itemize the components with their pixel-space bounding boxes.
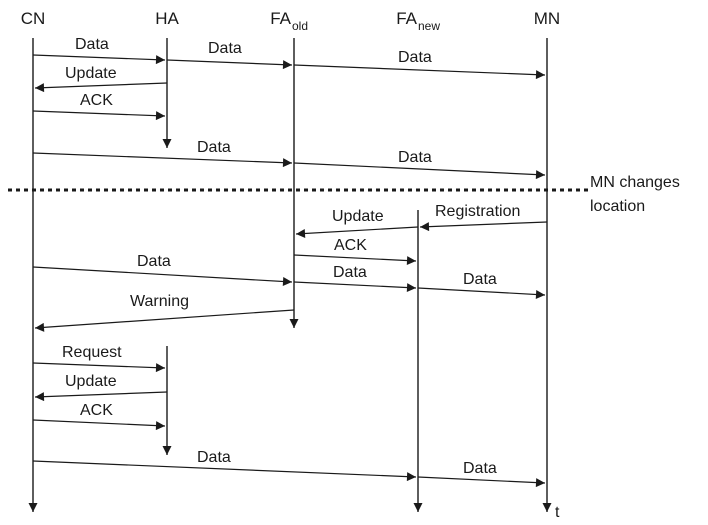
message-label-update: Update <box>332 208 384 225</box>
message-label-ack: ACK <box>334 237 367 254</box>
entity-sub-fa-new: new <box>418 19 440 33</box>
message-arrow-data <box>32 460 417 482</box>
message-label-data: Data <box>197 449 231 466</box>
message-label-warning: Warning <box>130 293 189 310</box>
message-arrow-ack <box>293 254 417 266</box>
entity-label-fa-old: FA <box>270 9 291 28</box>
time-axis-label: t <box>555 504 560 521</box>
message-label-registration: Registration <box>435 203 520 220</box>
message-arrow-update <box>295 226 419 238</box>
event-label-line-2: location <box>590 198 645 215</box>
message-arrow-ack <box>32 110 166 121</box>
message-arrow-data <box>32 54 166 65</box>
message-arrow-data <box>32 152 293 168</box>
message-arrow-request <box>32 362 166 373</box>
message-arrow-data <box>166 59 293 70</box>
message-label-update: Update <box>65 65 117 82</box>
message-arrow-registration <box>419 221 548 232</box>
message-arrow-data <box>32 266 293 286</box>
message-arrow-data <box>293 64 546 80</box>
entity-label-cn: CN <box>21 9 46 28</box>
message-arrow-ack <box>32 419 166 431</box>
message-label-data: Data <box>463 271 497 288</box>
message-label-ack: ACK <box>80 92 113 109</box>
message-label-data: Data <box>208 40 242 57</box>
message-label-data: Data <box>75 36 109 53</box>
event-label-line-1: MN changes <box>590 174 680 191</box>
message-label-data: Data <box>197 139 231 156</box>
message-arrow-data <box>293 162 546 180</box>
message-arrow-data <box>293 281 417 293</box>
entity-label-fa-new: FA <box>396 9 417 28</box>
entity-label-ha: HA <box>155 9 179 28</box>
entity-label-mn: MN <box>534 9 560 28</box>
message-arrow-warning <box>34 309 295 332</box>
message-arrow-update <box>34 82 168 93</box>
message-label-data: Data <box>333 264 367 281</box>
message-label-data: Data <box>398 149 432 166</box>
message-arrow-data <box>417 476 546 488</box>
message-label-update: Update <box>65 373 117 390</box>
entity-sub-fa-old: old <box>292 19 308 33</box>
message-arrow-update <box>34 391 168 402</box>
message-label-data: Data <box>463 460 497 477</box>
message-label-ack: ACK <box>80 402 113 419</box>
message-label-request: Request <box>62 344 122 361</box>
message-label-data: Data <box>398 49 432 66</box>
message-arrow-data <box>417 287 546 299</box>
message-label-data: Data <box>137 253 171 270</box>
